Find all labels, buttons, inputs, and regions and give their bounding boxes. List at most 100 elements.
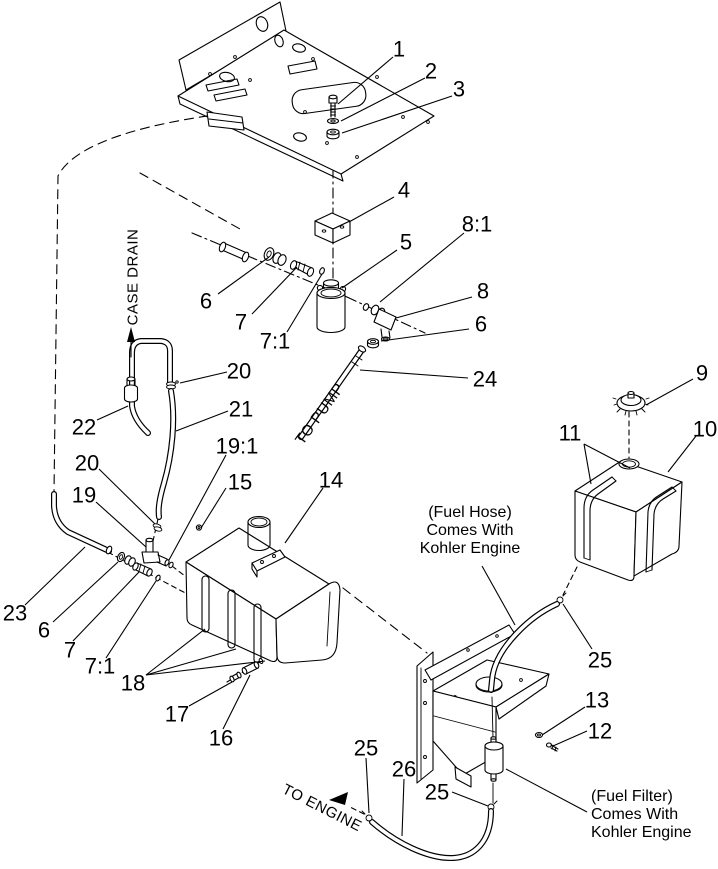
leader-line-16	[222, 674, 251, 730]
callout-15: 15	[228, 470, 252, 495]
leader-line-22	[96, 405, 129, 421]
callout-7:1: 7:1	[260, 329, 291, 354]
leader-line-7	[72, 571, 140, 642]
leader-lines	[24, 56, 697, 837]
annotation-line: Kohler Engine	[591, 824, 692, 841]
leader-line-23	[24, 546, 86, 606]
leader-line-20	[98, 468, 156, 525]
callout-16: 16	[209, 726, 233, 751]
case-drain-hose	[123, 338, 179, 569]
leader-line-7	[251, 266, 298, 315]
callout-6: 6	[475, 312, 487, 337]
callout-12: 12	[588, 719, 612, 744]
leader-line-25	[365, 757, 370, 814]
leader-line-6	[52, 561, 119, 623]
leader-line-19:1	[168, 454, 227, 561]
hose-clamp	[152, 523, 163, 532]
flow-label-1: TO PUMP	[292, 380, 348, 448]
callout-9: 9	[696, 361, 708, 386]
annotation-line: Kohler Engine	[420, 540, 521, 557]
to-engine-arrow	[329, 792, 348, 805]
flow-label-0: CASE DRAIN	[125, 229, 142, 326]
filter-bracket	[314, 212, 351, 244]
leader-line-1	[337, 56, 394, 105]
callout-5: 5	[400, 230, 412, 255]
callout-19:1: 19:1	[216, 434, 259, 459]
leader-line-6	[217, 256, 270, 295]
outlet-elbow-and-hose	[298, 303, 397, 440]
leader-line-17	[188, 681, 233, 707]
leader-line-19	[95, 501, 147, 548]
tank-strap	[645, 486, 677, 573]
bolt-hardware	[326, 94, 340, 140]
callout-7:1: 7:1	[85, 654, 116, 679]
annotation-line: Comes With	[426, 522, 513, 539]
annotation-line: (Fuel Hose)	[428, 504, 512, 521]
leader-line-25	[562, 603, 593, 650]
callout-25: 25	[588, 648, 612, 673]
callout-14: 14	[319, 468, 343, 493]
callout-8: 8	[477, 279, 489, 304]
leader-line-15	[200, 487, 227, 529]
leader-line-26	[401, 778, 405, 837]
inlet-fittings	[218, 241, 325, 277]
annotation-line: Comes With	[591, 806, 678, 823]
hose-clamp	[361, 810, 373, 822]
plate-rivet-holes	[208, 55, 430, 159]
callout-6: 6	[200, 289, 212, 314]
callout-7: 7	[64, 638, 76, 663]
callout-10: 10	[693, 417, 717, 442]
callout-8:1: 8:1	[462, 212, 493, 237]
leader-line-2	[340, 77, 426, 122]
callout-18: 18	[121, 671, 145, 696]
callout-25: 25	[425, 780, 449, 805]
leader-line-10	[667, 435, 697, 473]
case-drain-arrow	[127, 327, 135, 358]
o-ring-19-1	[168, 561, 174, 569]
hose-clamp	[166, 380, 179, 390]
callout-13: 13	[585, 688, 609, 713]
callout-7: 7	[235, 310, 247, 335]
leader-line-9	[645, 378, 694, 406]
leader-line-11	[583, 443, 631, 469]
leader-line-18	[145, 660, 266, 676]
screw-12	[545, 742, 559, 752]
leader-line-18	[145, 648, 237, 676]
callout-6: 6	[38, 618, 50, 643]
return-hose-fittings	[51, 491, 161, 582]
tank-strap-bracket	[251, 549, 286, 578]
leader-line-8:1	[379, 232, 465, 303]
callout-24: 24	[473, 367, 497, 392]
engine-bracket	[416, 624, 550, 788]
callout-3: 3	[453, 77, 465, 102]
fuel-cap	[612, 390, 650, 416]
callout-4: 4	[398, 178, 410, 203]
leader-line-5	[341, 249, 398, 289]
callout-2: 2	[425, 59, 437, 84]
leader-line-21	[175, 410, 229, 432]
callout-25: 25	[354, 736, 378, 761]
case-drain-fitting	[123, 376, 139, 403]
hydraulic-filter	[316, 279, 347, 334]
annotation-leader	[481, 565, 516, 626]
callout-17: 17	[165, 702, 189, 727]
leader-line-14	[284, 487, 324, 544]
leader-line-4	[348, 196, 395, 223]
leader-line-3	[341, 95, 453, 134]
hydraulic-tank	[185, 515, 341, 664]
leader-line-7:1	[105, 580, 157, 659]
mounting-plate	[177, 1, 435, 182]
callout-26: 26	[392, 757, 416, 782]
leader-line-12	[552, 730, 588, 747]
fuel-filter	[484, 736, 504, 782]
callout-1: 1	[393, 37, 405, 62]
filler-neck	[247, 515, 271, 552]
callout-19: 19	[72, 483, 96, 508]
leader-line-25	[451, 791, 489, 807]
callout-20: 20	[75, 451, 99, 476]
leader-line-8	[395, 296, 473, 319]
